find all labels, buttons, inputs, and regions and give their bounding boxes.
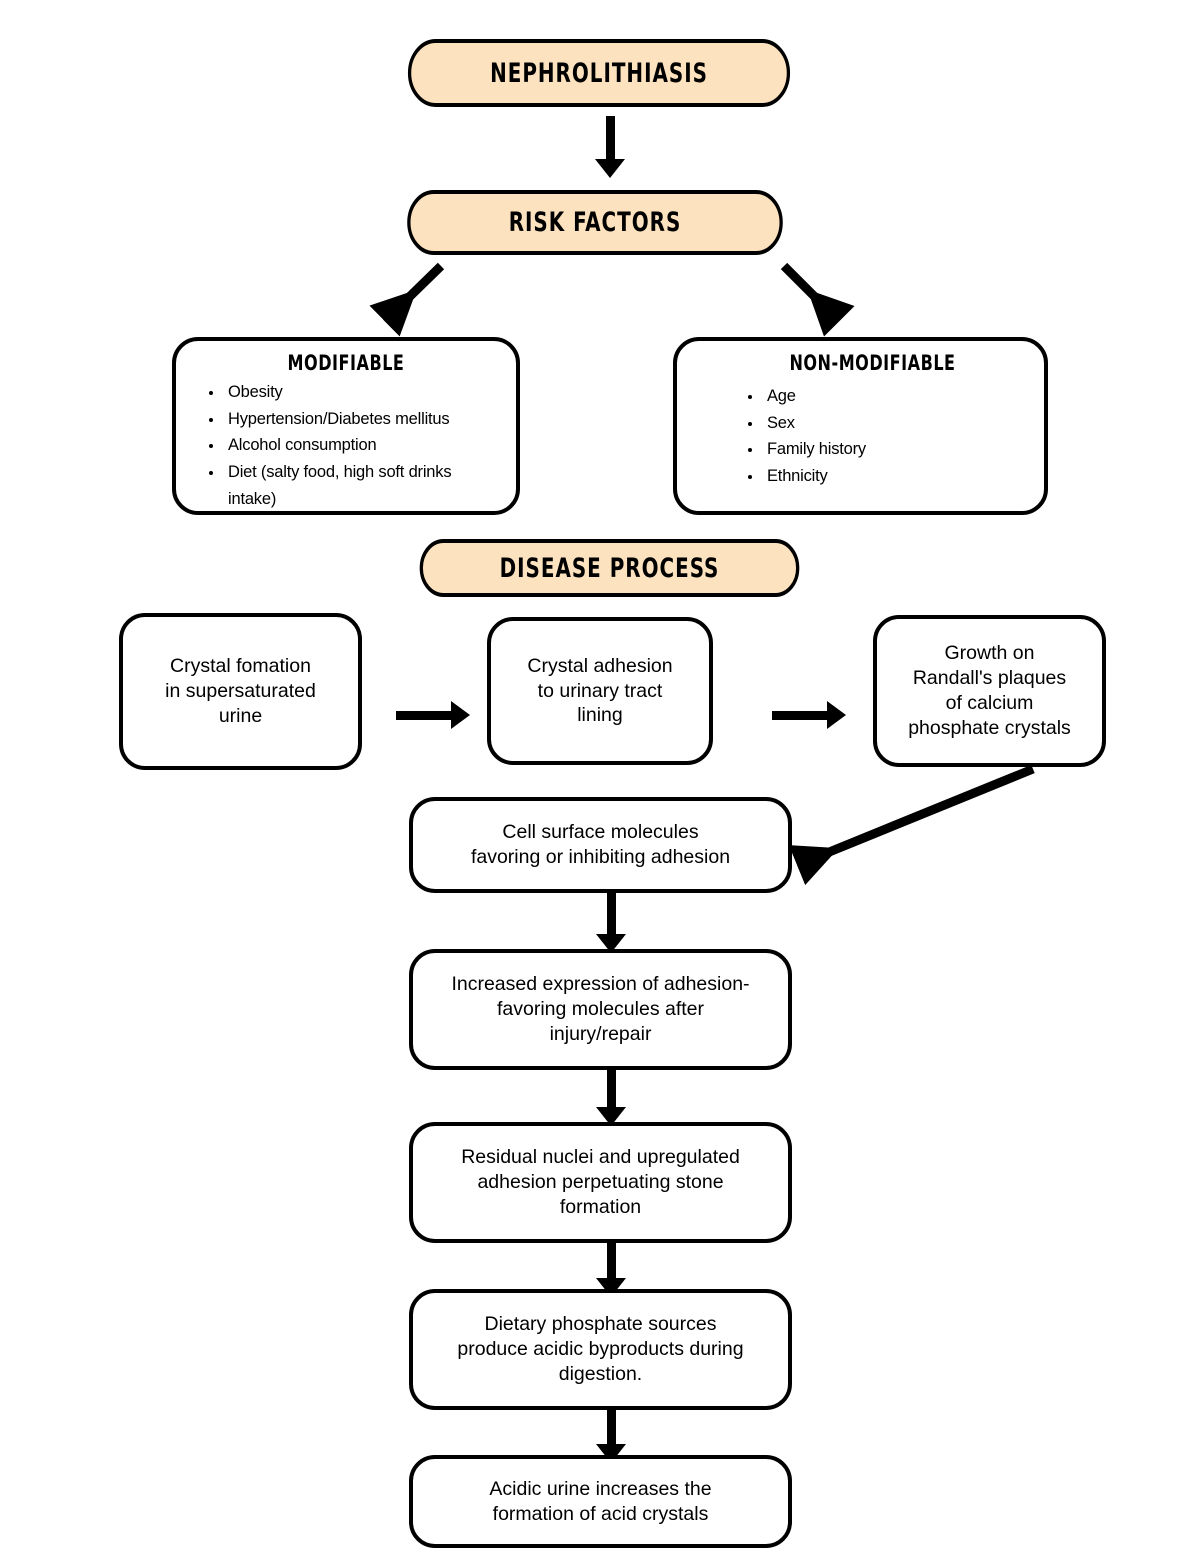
risk-factor-box-non-modifiable: NON-MODIFIABLE Age Sex Family history Et… (673, 337, 1048, 515)
arrow-cell-surface-to-increased-expression (596, 893, 626, 953)
text-line: Crystal adhesion (527, 654, 673, 677)
arrow-risk-to-non-modifiable (778, 262, 855, 337)
process-box-cell-surface-molecules: Cell surface molecules favoring or inhib… (409, 797, 792, 893)
arrow-head (827, 701, 846, 729)
process-box-text: Crystal adhesion to urinary tract lining (501, 654, 699, 729)
text-line: phosphate crystals (908, 716, 1071, 739)
banner-disease-process: DISEASE PROCESS (419, 539, 800, 597)
process-box-text: Residual nuclei and upregulated adhesion… (423, 1145, 778, 1220)
process-box-crystal-adhesion: Crystal adhesion to urinary tract lining (487, 617, 713, 765)
arrow-shaft (606, 1243, 616, 1279)
arrow-shaft (606, 1070, 616, 1108)
banner-nephrolithiasis-label: NEPHROLITHIASIS (490, 57, 708, 89)
process-box-crystal-formation: Crystal fomation in supersaturated urine (119, 613, 362, 770)
text-line: Crystal fomation (170, 655, 311, 678)
text-line: to urinary tract (537, 679, 663, 702)
text-line: in supersaturated (165, 680, 316, 703)
process-box-randalls-plaques: Growth on Randall's plaques of calcium p… (873, 615, 1106, 767)
arrow-growth-to-cell-surface (788, 763, 1045, 886)
process-box-text: Cell surface molecules favoring or inhib… (423, 820, 778, 870)
process-box-dietary-phosphate: Dietary phosphate sources produce acidic… (409, 1289, 792, 1410)
text-line: Increased expression of adhesion- (451, 973, 750, 996)
arrow-shaft (606, 893, 616, 935)
text-line: urine (218, 704, 263, 727)
process-box-text: Growth on Randall's plaques of calcium p… (887, 641, 1092, 741)
text-line: adhesion perpetuating stone (477, 1171, 724, 1194)
arrow-head (451, 701, 470, 729)
list-item: Obesity (224, 379, 502, 406)
arrow-head (596, 934, 626, 953)
text-line: formation (559, 1195, 642, 1218)
risk-factor-heading: MODIFIABLE (287, 351, 405, 375)
list-item: Ethnicity (763, 463, 1030, 490)
text-line: injury/repair (549, 1022, 652, 1045)
process-box-text: Dietary phosphate sources produce acidic… (423, 1312, 778, 1387)
risk-factor-heading: NON-MODIFIABLE (789, 351, 956, 375)
arrow-head (596, 1107, 626, 1126)
banner-risk-factors-label: RISK FACTORS (508, 207, 682, 238)
banner-disease-process-label: DISEASE PROCESS (499, 552, 720, 584)
text-line: Randall's plaques (912, 667, 1067, 690)
arrow-adhesion-to-growth (772, 701, 846, 729)
process-box-increased-expression: Increased expression of adhesion- favori… (409, 949, 792, 1070)
process-box-text: Crystal fomation in supersaturated urine (133, 654, 348, 729)
list-item: Alcohol consumption (224, 432, 502, 459)
process-box-acidic-urine: Acidic urine increases the formation of … (409, 1455, 792, 1548)
text-line: Acidic urine increases the (489, 1477, 712, 1500)
list-item: Hypertension/Diabetes mellitus (224, 406, 502, 433)
arrow-shaft (396, 710, 452, 720)
arrow-formation-to-adhesion (396, 701, 470, 729)
arrow-increased-expression-to-residual-nuclei (596, 1070, 626, 1126)
list-item: Age (763, 383, 1030, 410)
arrow-head (595, 159, 625, 178)
risk-factor-list-modifiable: Obesity Hypertension/Diabetes mellitus A… (190, 379, 502, 513)
list-item: Family history (763, 436, 1030, 463)
text-line: favoring or inhibiting adhesion (470, 846, 731, 868)
arrow-shaft (605, 116, 615, 160)
text-line: Dietary phosphate sources (484, 1313, 717, 1336)
arrow-risk-to-modifiable (369, 262, 446, 337)
text-line: formation of acid crystals (492, 1502, 709, 1525)
arrow-shaft (772, 710, 828, 720)
process-box-residual-nuclei: Residual nuclei and upregulated adhesion… (409, 1122, 792, 1243)
list-item: Sex (763, 410, 1030, 437)
text-line: lining (577, 704, 623, 727)
list-item: Diet (salty food, high soft drinks intak… (224, 459, 502, 512)
risk-factor-box-modifiable: MODIFIABLE Obesity Hypertension/Diabetes… (172, 337, 520, 515)
process-box-text: Acidic urine increases the formation of … (423, 1477, 778, 1527)
arrow-root-to-risk-factors (595, 116, 625, 178)
process-box-text: Increased expression of adhesion- favori… (423, 972, 778, 1047)
text-line: Residual nuclei and upregulated (461, 1146, 740, 1169)
arrow-shaft (606, 1410, 616, 1445)
text-line: produce acidic byproducts during (457, 1338, 744, 1361)
text-line: favoring molecules after (496, 998, 705, 1021)
text-line: of calcium (945, 692, 1034, 714)
text-line: Growth on (944, 642, 1035, 665)
banner-risk-factors: RISK FACTORS (407, 190, 783, 255)
text-line: Cell surface molecules (502, 821, 699, 844)
text-line: digestion. (558, 1362, 643, 1385)
risk-factor-list-non-modifiable: Age Sex Family history Ethnicity (715, 383, 1030, 490)
banner-nephrolithiasis: NEPHROLITHIASIS (407, 39, 791, 107)
